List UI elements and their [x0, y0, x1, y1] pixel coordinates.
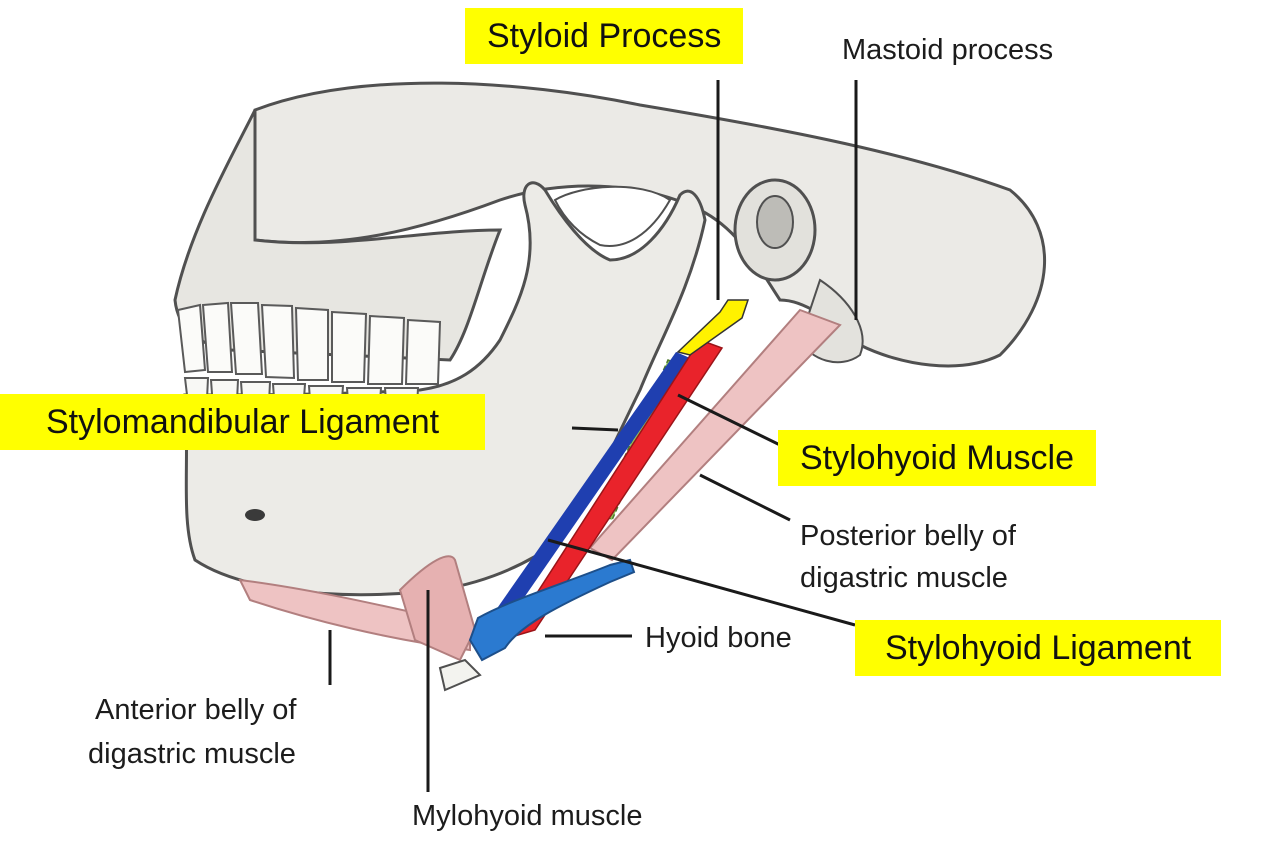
label-anterior-belly-line2: digastric muscle [88, 738, 296, 770]
mylohyoid-muscle-shape [398, 555, 477, 662]
leader-stylomandibular [571, 426, 619, 432]
hyoid-edge [438, 658, 482, 692]
leader-stylohyoid-muscle [677, 393, 781, 447]
label-mastoid-process: Mastoid process [842, 34, 1054, 66]
mental-foramen [245, 509, 265, 521]
label-styloid-process: Styloid Process [465, 8, 744, 64]
label-stylohyoid-muscle: Stylohyoid Muscle [778, 430, 1097, 486]
upper-teeth [176, 301, 442, 385]
mandibular-notch [553, 185, 672, 247]
mandible [183, 181, 707, 597]
leader-lines [328, 80, 858, 792]
stylohyoid-ligament-shape [498, 352, 690, 615]
label-posterior-belly-line2: digastric muscle [800, 562, 1008, 594]
label-stylohyoid-ligament: Stylohyoid Ligament [855, 620, 1222, 676]
label-hyoid-bone: Hyoid bone [645, 622, 792, 654]
stylohyoid-muscle-shape [506, 339, 724, 640]
leader-stylohyoid-ligament [547, 538, 856, 627]
hyoid-bone-shape [468, 558, 636, 662]
posterior-belly-digastric [588, 308, 842, 562]
label-posterior-belly-line1: Posterior belly of [800, 520, 1016, 552]
label-stylomandibular-ligament: Stylomandibular Ligament [0, 394, 486, 450]
meatus-opening [756, 195, 794, 249]
maxilla [173, 109, 503, 362]
styloid-process-shape [676, 299, 750, 356]
leader-posterior-belly [699, 473, 791, 522]
label-anterior-belly-line1: Anterior belly of [95, 694, 297, 726]
label-mylohyoid-muscle: Mylohyoid muscle [412, 800, 643, 832]
